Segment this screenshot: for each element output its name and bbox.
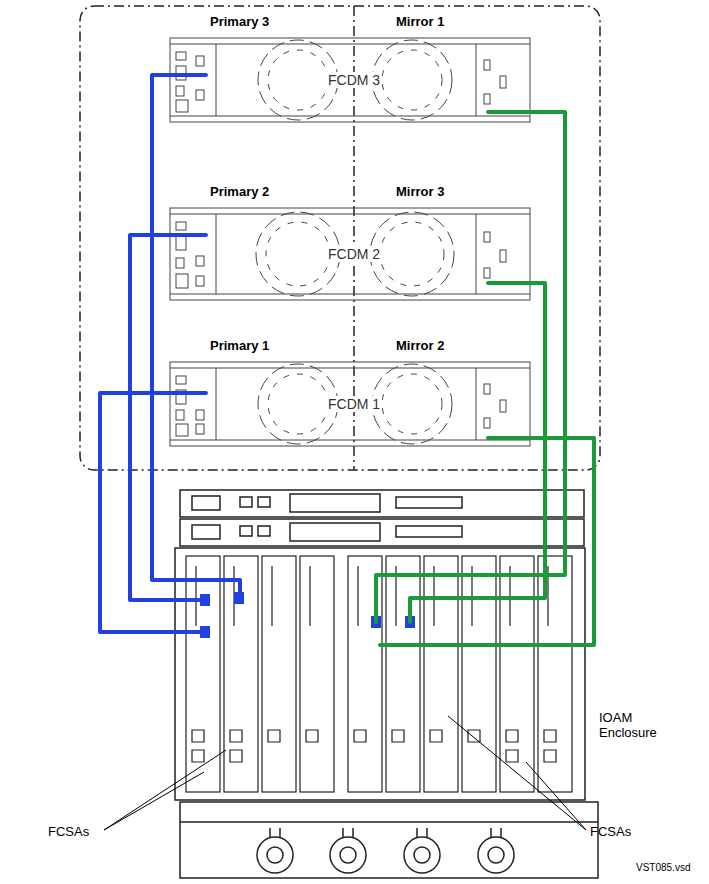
fibre-cable <box>410 283 545 622</box>
disk-heading: Mirror 1 <box>396 14 444 29</box>
leader-line <box>104 716 586 830</box>
enclosure-label: FCDM 3 <box>326 72 382 88</box>
disk-heading: Mirror 2 <box>396 338 444 353</box>
fcdm-enclosure: FCDM 1Primary 1Mirror 2 <box>170 362 530 446</box>
disk-half: Primary 3 <box>206 38 352 122</box>
fibre-cable <box>376 112 565 622</box>
enclosure-label: IOAM Enclosure <box>599 710 671 740</box>
port-symbol <box>200 592 415 638</box>
disk-half: Primary 1 <box>206 362 352 446</box>
fibre-cable <box>100 393 206 632</box>
disk-heading: Primary 3 <box>210 14 269 29</box>
disk-half: Mirror 3 <box>352 208 488 300</box>
disk-heading: Primary 2 <box>210 184 269 199</box>
file-name: VST085.vsd <box>636 862 690 873</box>
disk-half: Primary 2 <box>206 208 352 300</box>
ioam-drawing <box>175 490 598 878</box>
fcdm-drawing <box>170 38 530 446</box>
fcdm-enclosure: FCDM 3Primary 3Mirror 1 <box>170 38 530 122</box>
fibre-cable <box>152 75 240 598</box>
fibre-cable <box>130 235 206 600</box>
disk-half: Mirror 1 <box>352 38 488 122</box>
group-outline <box>80 6 600 470</box>
disk-heading: Mirror 3 <box>396 184 444 199</box>
enclosure-label: FCDM 1 <box>326 396 382 412</box>
disk-heading: Primary 1 <box>210 338 269 353</box>
ioam-enclosure: IOAM Enclosure <box>175 488 585 882</box>
part-label: FCSAs <box>590 824 631 839</box>
enclosure-label: FCDM 2 <box>326 246 382 262</box>
part-label: FCSAs <box>48 824 89 839</box>
fcdm-enclosure: FCDM 2Primary 2Mirror 3 <box>170 208 530 300</box>
disk-half: Mirror 2 <box>352 362 488 446</box>
fibre-cable <box>380 438 594 645</box>
